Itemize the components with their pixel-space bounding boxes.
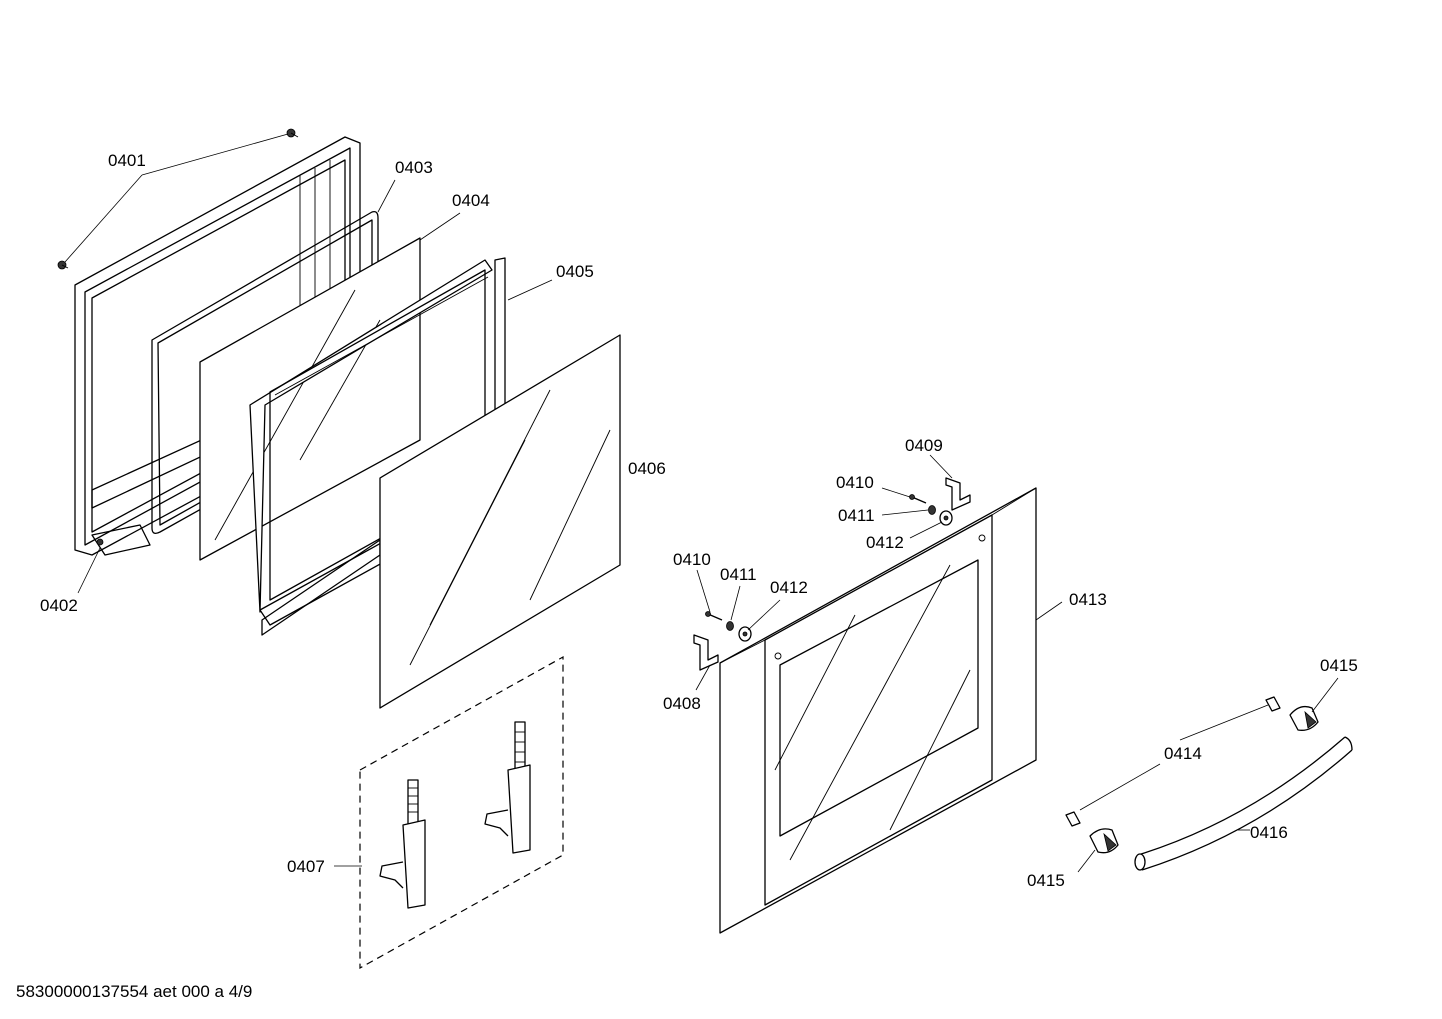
label-0406: 0406 — [628, 459, 666, 478]
pin-0414-left — [1065, 811, 1081, 827]
outer-door-panel-0413 — [719, 487, 1037, 934]
part-labels: 0401 0402 0403 0404 0405 0406 0407 0408 … — [40, 151, 1358, 890]
front-glass-0406 — [379, 334, 621, 709]
hinge-kit-0407 — [359, 655, 564, 970]
hinge-left — [379, 779, 426, 909]
label-0415-left: 0415 — [1027, 871, 1065, 890]
label-0414: 0414 — [1164, 744, 1202, 763]
label-0404: 0404 — [452, 191, 490, 210]
screw-0410-left — [705, 611, 723, 621]
label-0413: 0413 — [1069, 590, 1107, 609]
leader-lines — [64, 133, 1339, 873]
label-0409: 0409 — [905, 436, 943, 455]
disc-0412-left — [738, 626, 752, 642]
screw-0410-right — [909, 494, 927, 504]
label-0410-right: 0410 — [836, 473, 874, 492]
label-0415-right: 0415 — [1320, 656, 1358, 675]
label-0412-left: 0412 — [770, 578, 808, 597]
end-cap-0415-right — [1289, 705, 1319, 731]
label-0403: 0403 — [395, 158, 433, 177]
pin-0414-right — [1265, 696, 1281, 712]
label-0408: 0408 — [663, 694, 701, 713]
label-0402: 0402 — [40, 596, 78, 615]
label-0411-right: 0411 — [838, 506, 875, 525]
washer-0411-right — [928, 505, 936, 515]
label-0407: 0407 — [287, 857, 325, 876]
label-0401: 0401 — [108, 151, 146, 170]
disc-0412-right — [939, 510, 953, 526]
bracket-0409 — [945, 477, 971, 511]
label-0411-left: 0411 — [720, 565, 757, 584]
bracket-0408 — [693, 634, 719, 671]
label-0412-right: 0412 — [866, 533, 904, 552]
label-0416: 0416 — [1250, 823, 1288, 842]
hinge-right — [484, 721, 531, 854]
label-0405: 0405 — [556, 262, 594, 281]
handle-bar-0416 — [1134, 736, 1353, 871]
screw-0401-top — [286, 128, 299, 138]
label-0410-left: 0410 — [673, 550, 711, 569]
end-cap-0415-left — [1089, 828, 1119, 854]
screw-0401-left — [57, 260, 69, 270]
washer-0411-left — [726, 621, 734, 631]
document-reference-footer: 58300000137554 aet 000 a 4/9 — [16, 982, 252, 1001]
